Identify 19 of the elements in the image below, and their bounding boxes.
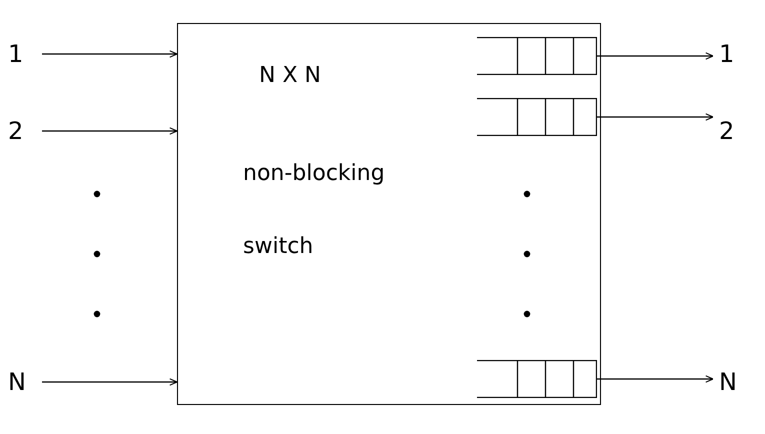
arrow xyxy=(597,113,714,121)
arrow xyxy=(597,375,714,383)
switch-label: non-blocking xyxy=(243,161,385,187)
input-port-label: 1 xyxy=(8,40,30,68)
switch-label: switch xyxy=(243,234,314,260)
output-port-label: 1 xyxy=(719,40,741,68)
output-port-label: 2 xyxy=(719,117,741,145)
output-port-label: N xyxy=(719,368,741,396)
arrow xyxy=(42,50,178,58)
arrow xyxy=(42,127,178,135)
queue-buffer xyxy=(477,37,597,75)
switch-box xyxy=(177,23,601,405)
arrow xyxy=(597,52,714,60)
switch-label: N X N xyxy=(259,63,321,89)
arrow xyxy=(42,378,178,386)
queue-buffer xyxy=(477,360,597,398)
input-port-label: N xyxy=(8,368,30,396)
queue-buffer xyxy=(477,98,597,136)
input-port-label: 2 xyxy=(8,117,30,145)
